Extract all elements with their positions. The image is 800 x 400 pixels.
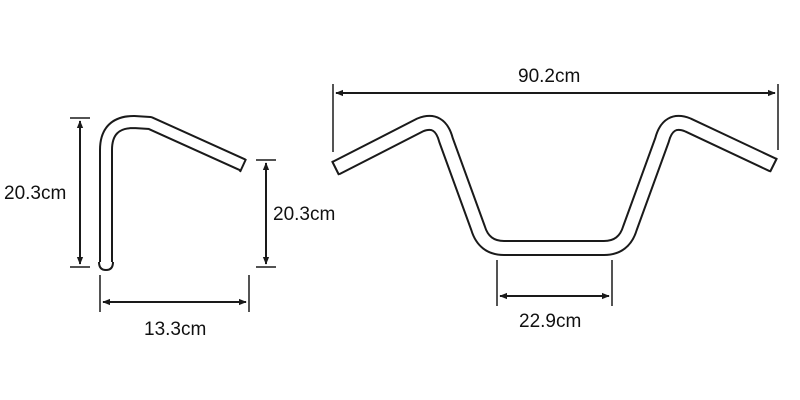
front-view-tube-fill: [333, 116, 776, 254]
side-view-tube-cut: [239, 158, 247, 173]
side-width-label: 13.3cm: [144, 319, 206, 340]
side-rise-label: 20.3cm: [273, 204, 335, 225]
side-height-label: 20.3cm: [4, 183, 66, 204]
front-view-left-cut: [331, 160, 340, 176]
side-view-tube-end: [98, 261, 114, 272]
side-view-tube-fill: [101, 117, 246, 262]
side-view-tube-outline: [99, 115, 246, 262]
side-view: 20.3cm 20.3cm 13.3cm: [4, 115, 335, 340]
front-view-tube-outline: [332, 114, 777, 256]
front-view-right-cut: [769, 157, 778, 173]
front-overall-label: 90.2cm: [518, 66, 580, 87]
front-center-label: 22.9cm: [519, 311, 581, 332]
front-view: 90.2cm 22.9cm: [331, 66, 779, 332]
